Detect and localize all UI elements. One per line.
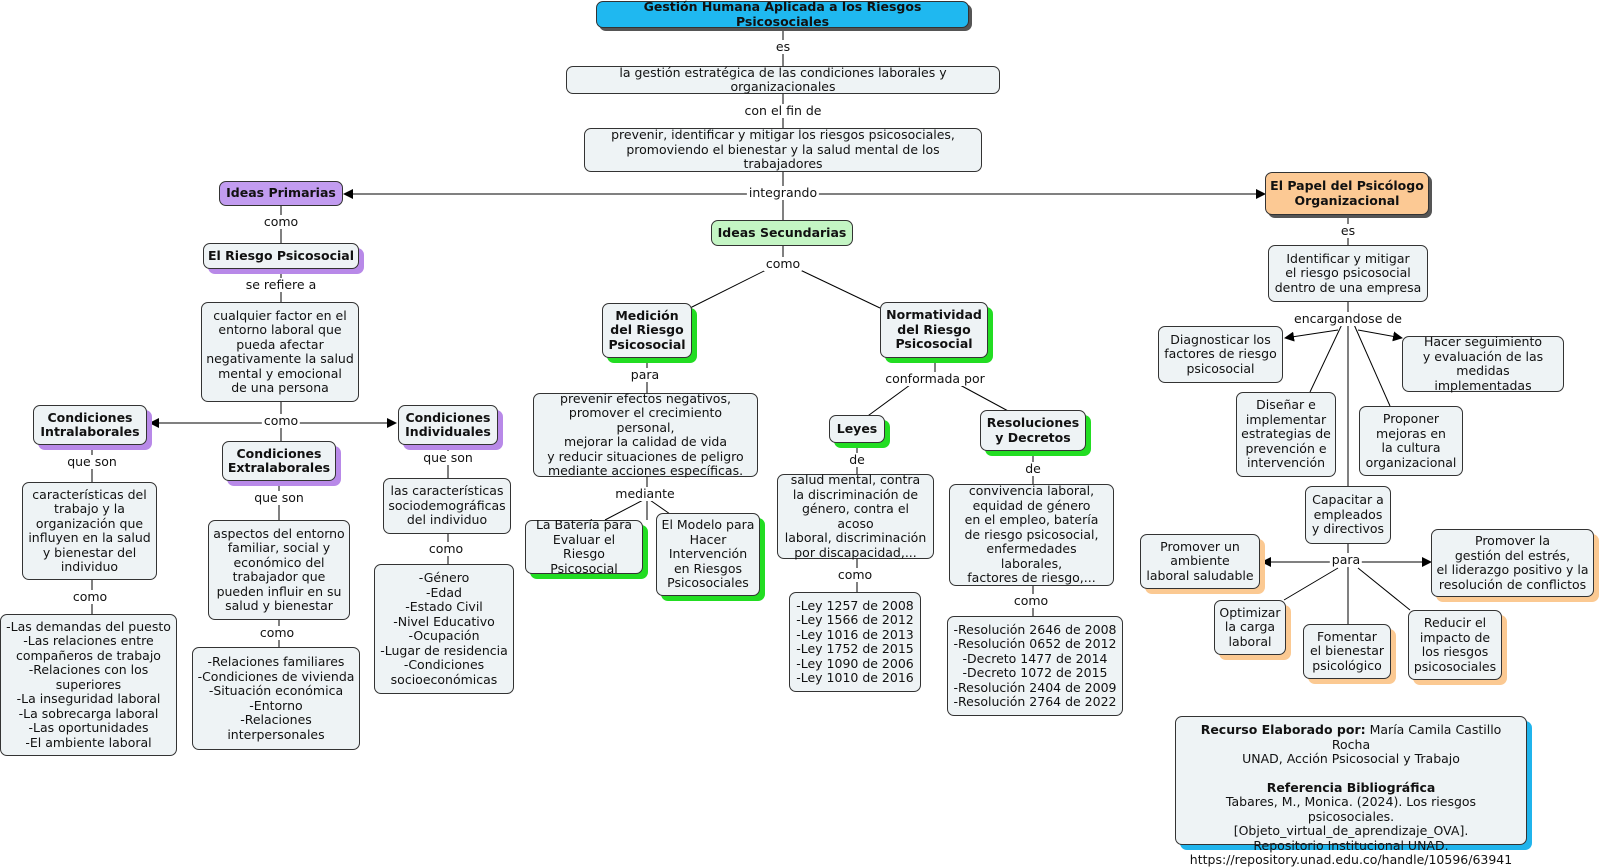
extralaborales-list-node: -Relaciones familiares -Condiciones de v…: [192, 647, 360, 750]
individuales-list-node: -Género -Edad -Estado Civil -Nivel Educa…: [374, 564, 514, 694]
link-label-de-leyes: de: [847, 452, 867, 467]
modelo-node: El Modelo para Hacer Intervención en Rie…: [656, 513, 760, 596]
intralaborales-list-node: -Las demandas del puesto -Las relaciones…: [0, 614, 177, 756]
link-label-para: para: [628, 367, 662, 382]
link-label-que-son-intra: que son: [65, 454, 119, 469]
capacitar-node: Capacitar a empleados y directivos: [1305, 486, 1391, 544]
purpose-node: prevenir, identificar y mitigar los ries…: [584, 128, 982, 172]
credits-ref-line3: Repositorio Institucional UNAD.: [1253, 837, 1449, 853]
resoluciones-list-node: -Resolución 2646 de 2008 -Resolución 065…: [947, 616, 1123, 716]
papel-psicologo-node: El Papel del Psicólogo Organizacional: [1265, 172, 1429, 215]
link-label-que-son-extra: que son: [252, 490, 306, 505]
leyes-node: Leyes: [829, 415, 885, 443]
link-label-de-resol: de: [1023, 461, 1043, 476]
link-label-integrando: integrando: [746, 185, 820, 200]
link-label-como-2: como: [261, 413, 301, 428]
proponer-node: Proponer mejoras en la cultura organizac…: [1359, 406, 1463, 476]
credits-ref-line1: Tabares, M., Monica. (2024). Los riesgos…: [1225, 794, 1477, 824]
medicion-node: Medición del Riesgo Psicosocial: [602, 303, 692, 358]
fomentar-node: Fomentar el bienestar psicológico: [1303, 624, 1391, 679]
map-title: Gestión Humana Aplicada a los Riesgos Ps…: [596, 0, 969, 28]
credits-author: María Camila Castillo Rocha: [1331, 722, 1502, 752]
seguimiento-node: Hacer seguimiento y evaluación de las me…: [1402, 334, 1564, 392]
leyes-definition-node: salud mental, contra la discriminación d…: [777, 472, 934, 559]
credits-ref-line2: [Objeto_virtual_de_aprendizaje_OVA].: [1233, 823, 1469, 838]
credits-made-by-line: Recurso Elaborado por: María Camila Cast…: [1182, 722, 1520, 752]
psicologo-role-node: Identificar y mitigar el riesgo psicosoc…: [1268, 245, 1428, 302]
intralaborales-definition-node: características del trabajo y la organiz…: [22, 482, 157, 580]
individuales-node: Condiciones Individuales: [398, 405, 498, 445]
credits-box: Recurso Elaborado por: María Camila Cast…: [1175, 716, 1527, 867]
link-label-se-refiere-a: se refiere a: [243, 277, 319, 292]
ideas-secundarias-node: Ideas Secundarias: [711, 220, 853, 246]
normatividad-node: Normatividad del Riesgo Psicosocial: [880, 302, 988, 358]
credits-ref-url[interactable]: https://repository.unad.edu.co/handle/10…: [1189, 852, 1513, 867]
bateria-node: La Batería para Evaluar el Riesgo Psicos…: [525, 517, 643, 575]
riesgo-definition-node: cualquier factor en el entorno laboral q…: [201, 302, 359, 402]
resoluciones-node: Resoluciones y Decretos: [980, 410, 1086, 451]
link-label-con-el-fin-de: con el fin de: [742, 103, 824, 118]
extralaborales-node: Condiciones Extralaborales: [222, 441, 336, 481]
link-label-es: es: [773, 39, 793, 54]
link-label-que-son-indiv: que son: [421, 450, 475, 465]
link-label-es-psic: es: [1338, 223, 1358, 238]
ambiente-node: Promover un ambiente laboral saludable: [1140, 534, 1260, 589]
credits-ref-label: Referencia Bibliográfica: [1266, 779, 1436, 795]
diagnosticar-node: Diagnosticar los factores de riesgo psic…: [1158, 326, 1283, 383]
disenar-node: Diseñar e implementar estrategias de pre…: [1236, 392, 1336, 477]
link-label-conformada-por: conformada por: [883, 371, 987, 386]
ideas-primarias-node: Ideas Primarias: [219, 181, 343, 206]
credits-made-by-label: Recurso Elaborado por:: [1200, 722, 1366, 737]
credits-org: UNAD, Acción Psicosocial y Trabajo: [1242, 751, 1460, 766]
link-label-como-resol: como: [1011, 593, 1051, 608]
link-label-como-indiv: como: [426, 541, 466, 556]
resoluciones-definition-node: convivencia laboral, equidad de género e…: [949, 484, 1114, 586]
optimizar-node: Optimizar la carga laboral: [1214, 600, 1286, 655]
extralaborales-definition-node: aspectos del entorno familiar, social y …: [208, 520, 350, 620]
leyes-list-node: -Ley 1257 de 2008 -Ley 1566 de 2012 -Ley…: [789, 592, 921, 692]
individuales-definition-node: las características sociodemográficas de…: [383, 478, 511, 534]
link-label-para-psic: para: [1329, 552, 1363, 567]
link-label-mediante: mediante: [613, 486, 677, 501]
link-label-como-intra: como: [70, 589, 110, 604]
definition-node: la gestión estratégica de las condicione…: [566, 65, 1000, 94]
medicion-definition-node: prevenir efectos negativos, promover el …: [533, 391, 758, 478]
link-label-como-sec: como: [763, 256, 803, 271]
intralaborales-node: Condiciones Intralaborales: [33, 405, 147, 445]
reducir-node: Reducir el impacto de los riesgos psicos…: [1408, 610, 1502, 680]
link-label-como: como: [261, 214, 301, 229]
link-label-como-leyes: como: [835, 567, 875, 582]
link-label-como-extra: como: [257, 625, 297, 640]
estres-node: Promover la gestión del estrés, el lider…: [1431, 529, 1594, 597]
riesgo-psicosocial-node: El Riesgo Psicosocial: [203, 243, 359, 269]
link-label-encargandose-de: encargandose de: [1292, 311, 1404, 326]
